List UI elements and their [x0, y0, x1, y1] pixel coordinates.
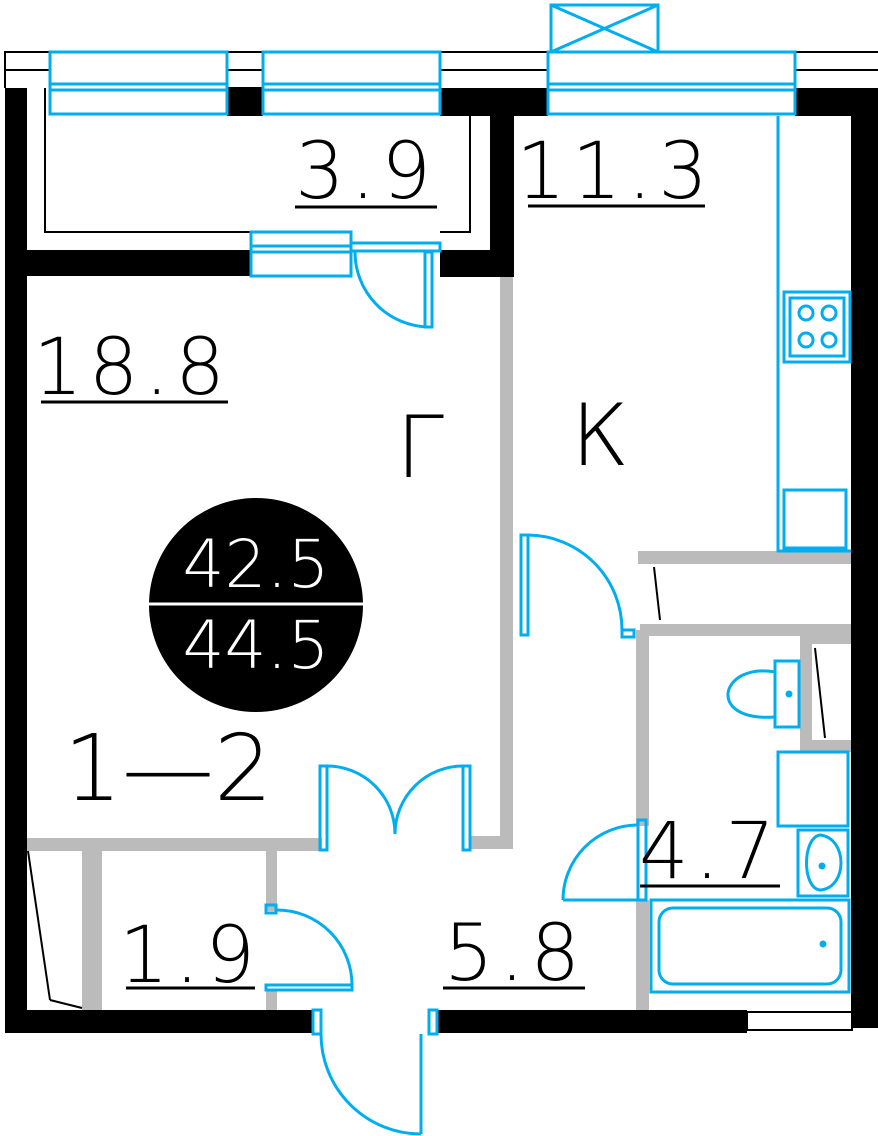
window-balcony-left — [48, 50, 229, 116]
wall-kitchen-left — [490, 105, 514, 277]
partition-storage-left — [82, 851, 102, 1010]
washing-machine-icon — [776, 750, 850, 828]
bathroom-fixtures — [649, 659, 851, 994]
letter-hall: Г — [396, 398, 444, 498]
partition-bath-left — [636, 630, 649, 826]
doors — [264, 250, 648, 1136]
window-balcony-door — [249, 230, 442, 278]
window-balcony-right — [261, 50, 442, 116]
window-kitchen — [546, 50, 797, 116]
badge-living-area: 42.5 — [183, 526, 330, 603]
sink-cabinet-icon — [782, 488, 848, 550]
stove-icon — [782, 290, 852, 364]
door-balcony — [353, 250, 434, 329]
partition-living-bottom — [27, 838, 322, 851]
partition-wc-stub — [800, 624, 851, 644]
area-storage: 1.9 — [119, 911, 261, 1001]
partition-bath-top — [638, 551, 851, 564]
door-kitchen — [519, 533, 636, 639]
wall-left — [5, 88, 27, 1033]
windows — [48, 50, 797, 278]
wall-top-right — [795, 88, 878, 116]
area-kitchen: 11.3 — [516, 127, 714, 217]
partition-storage-right — [266, 851, 277, 911]
door-storage — [264, 903, 354, 992]
area-living: 18.8 — [33, 323, 231, 413]
exterior-walls — [5, 88, 878, 1033]
wall-living-top — [5, 250, 251, 276]
closet-lines — [27, 566, 826, 1009]
kitchen-counter — [776, 116, 851, 553]
interior-partitions — [27, 277, 851, 1010]
apartment-type: 1—2 — [63, 715, 272, 822]
door-entrance — [311, 1008, 439, 1136]
area-hall: 5.8 — [444, 909, 586, 999]
door-bathroom — [561, 818, 648, 902]
kitchen-fixtures — [776, 116, 852, 553]
wall-top-pillar — [227, 88, 263, 116]
washbasin-icon — [796, 828, 850, 898]
wall-balcony-right — [440, 250, 514, 277]
partition-storage-right-b — [266, 990, 277, 1010]
partition-wc-top — [640, 624, 851, 636]
wall-right — [851, 88, 878, 1028]
toilet-icon — [726, 659, 801, 729]
partition-hall-stub — [470, 836, 513, 849]
partition-bath-left-b — [636, 900, 649, 1010]
partition-wc-bottom — [800, 740, 851, 752]
partition-hall-kitchen — [500, 277, 513, 849]
door-living-double — [318, 764, 472, 852]
ventilation-icon — [549, 3, 660, 54]
bathtub-icon — [649, 898, 851, 994]
letter-kitchen: К — [571, 386, 629, 486]
area-balcony: 3.9 — [295, 127, 437, 217]
wall-bottom-left — [5, 1010, 313, 1033]
area-bathroom: 4.7 — [639, 807, 781, 897]
area-labels: 3.9 11.3 18.8 1.9 5.8 4.7 — [33, 127, 781, 1001]
badge-total-area: 44.5 — [183, 607, 330, 684]
partition-wc-side — [800, 644, 812, 740]
wall-bottom-right — [437, 1010, 747, 1033]
area-badge: 42.5 44.5 — [149, 498, 363, 712]
